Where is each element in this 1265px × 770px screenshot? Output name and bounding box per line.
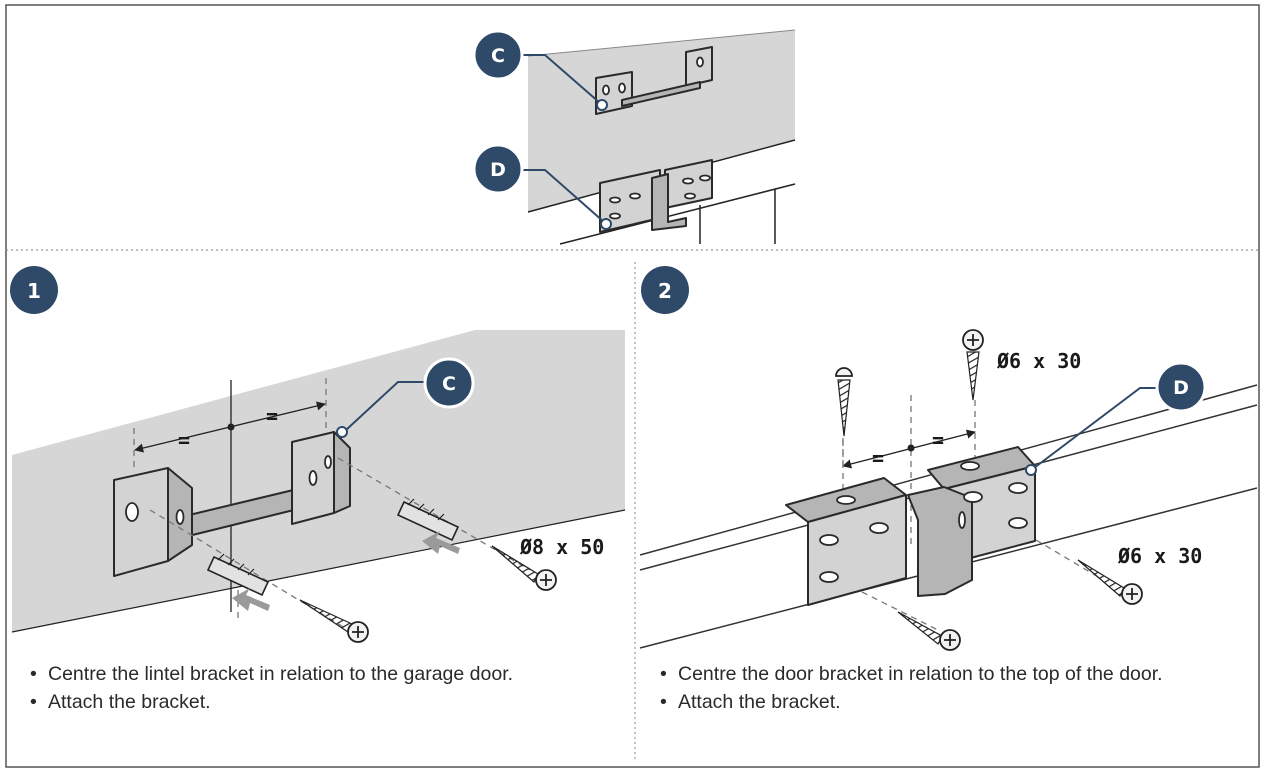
step2-screw-top-left xyxy=(835,367,853,437)
svg-text:1: 1 xyxy=(27,279,41,303)
step2-screw-top-right xyxy=(962,329,984,401)
step2-instruction-item: • Attach the bracket. xyxy=(660,688,1220,716)
step1-screw-left xyxy=(299,599,369,643)
svg-text:C: C xyxy=(442,373,456,395)
overview-illustration xyxy=(520,29,796,245)
step2-equal-left: = xyxy=(872,446,884,470)
step2-screw-size-label-top: Ø6 x 30 xyxy=(996,349,1081,373)
svg-text:C: C xyxy=(491,45,505,67)
bullet: • xyxy=(30,663,37,685)
svg-text:D: D xyxy=(490,159,506,181)
overview-wall xyxy=(528,30,795,212)
step2-instruction-text: Attach the bracket. xyxy=(678,691,841,713)
bullet: • xyxy=(30,691,37,713)
overview-door-bracket xyxy=(599,159,713,233)
step-2-badge: 2 xyxy=(641,266,689,314)
step2-instruction-item: • Centre the door bracket in relation to… xyxy=(660,660,1220,688)
step1-callout-c: C xyxy=(423,357,475,409)
step2-instructions: • Centre the door bracket in relation to… xyxy=(660,660,1220,716)
bullet: • xyxy=(660,691,667,713)
step1-wall-plug-left xyxy=(206,553,270,597)
frame-border xyxy=(5,4,1260,768)
step1-instruction-text: Attach the bracket. xyxy=(48,691,211,713)
step1-push-arrow-right xyxy=(422,531,460,554)
overview-callout-c: C xyxy=(472,29,524,81)
step2-screw-side xyxy=(1077,559,1143,605)
step-1-badge: 1 xyxy=(10,266,58,314)
overview-callout-d: D xyxy=(472,143,524,195)
step2-equal-right: = xyxy=(932,428,944,452)
step1-lintel-bracket xyxy=(113,431,351,577)
step1-illustration xyxy=(11,330,626,643)
step2-callout-d: D xyxy=(1155,361,1207,413)
overview-door-edge xyxy=(559,183,796,245)
step1-equal-right: = xyxy=(266,404,278,428)
svg-text:2: 2 xyxy=(658,279,672,303)
step1-instruction-item: • Attach the bracket. xyxy=(30,688,630,716)
step2-door-bracket xyxy=(785,446,1036,606)
step1-instruction-item: • Centre the lintel bracket in relation … xyxy=(30,660,630,688)
step1-wall-plug-right xyxy=(396,498,460,542)
svg-text:D: D xyxy=(1173,377,1189,399)
step2-screw-size-label-side: Ø6 x 30 xyxy=(1117,544,1202,568)
step1-equal-left: = xyxy=(178,428,190,452)
step1-instruction-text: Centre the lintel bracket in relation to… xyxy=(48,663,514,685)
step1-instructions: • Centre the lintel bracket in relation … xyxy=(30,660,630,716)
step2-instruction-text: Centre the door bracket in relation to t… xyxy=(678,663,1163,685)
step1-screw-right xyxy=(491,545,557,591)
bullet: • xyxy=(660,663,667,685)
step1-screw-size-label: Ø8 x 50 xyxy=(519,535,604,559)
step2-screw-bottom xyxy=(897,611,961,651)
step1-push-arrow-left xyxy=(232,588,270,611)
